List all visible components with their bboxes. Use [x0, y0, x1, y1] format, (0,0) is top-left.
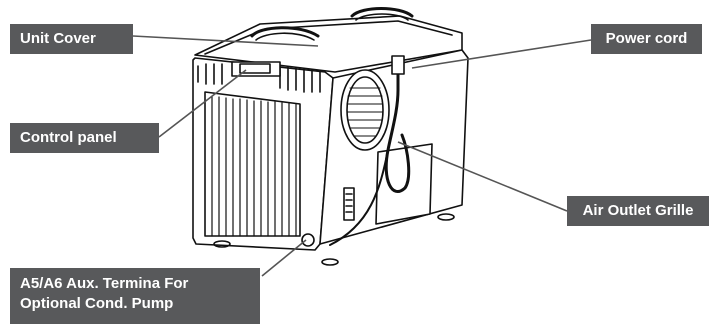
- aux-terminal-label-line2: Optional Cond. Pump: [20, 294, 250, 314]
- aux-terminal-label: A5/A6 Aux. Termina For Optional Cond. Pu…: [10, 268, 260, 324]
- power-cord-label: Power cord: [591, 24, 702, 54]
- air-outlet-grille-label: Air Outlet Grille: [567, 196, 709, 226]
- unit-cover-label: Unit Cover: [10, 24, 133, 54]
- aux-terminal-label-line1: A5/A6 Aux. Termina For: [20, 274, 250, 294]
- control-panel-label: Control panel: [10, 123, 159, 153]
